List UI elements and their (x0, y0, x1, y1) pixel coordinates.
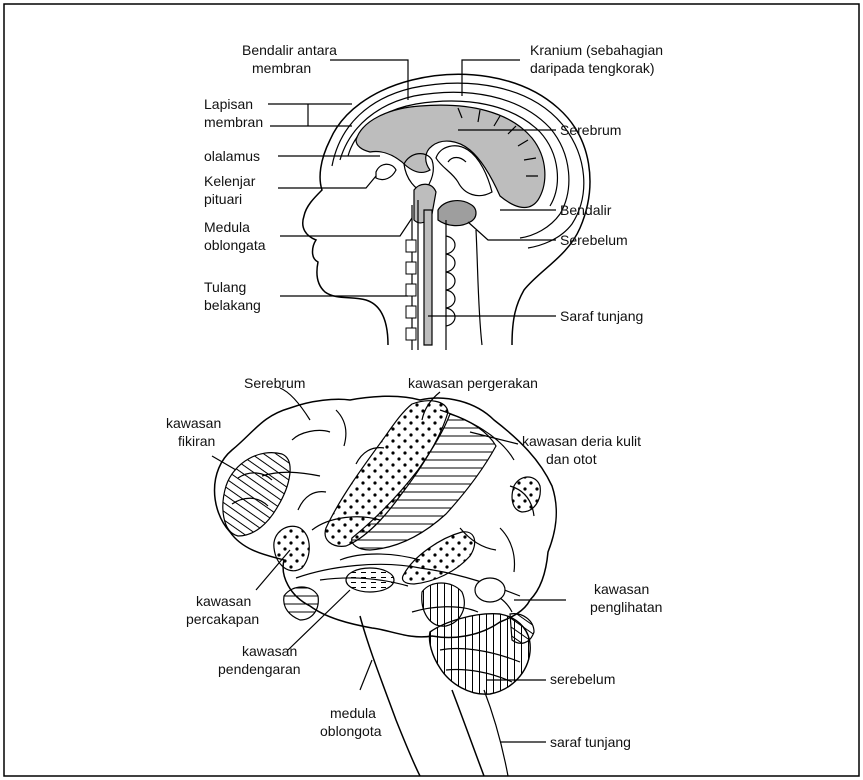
label-medula-bottom-1: medula (330, 705, 376, 721)
label-saraf-top: Saraf tunjang (560, 308, 643, 324)
label-medula-bottom-2: oblongota (320, 723, 382, 739)
label-kelenjar-2: pituari (204, 191, 242, 207)
label-fikiran-1: kawasan (166, 415, 221, 431)
label-saraf-bottom: saraf tunjang (550, 734, 631, 750)
label-medula-2: oblongata (204, 237, 266, 253)
label-pendengaran-1: kawasan (242, 643, 297, 659)
label-lapisan-2: membran (204, 114, 263, 130)
label-pergerakan: kawasan pergerakan (408, 375, 538, 391)
label-fikiran-2: fikiran (178, 433, 215, 449)
label-percakapan-2: percakapan (186, 611, 259, 627)
label-tulang-2: belakang (204, 297, 261, 313)
region-penglihatan-oval (475, 578, 505, 602)
brain-regions-diagram: Serebrum kawasan pergerakan kawasan fiki… (166, 375, 662, 776)
label-medula-1: Medula (204, 219, 250, 235)
label-serebelum-bottom: serebelum (550, 671, 615, 687)
label-deria-2: dan otot (546, 451, 597, 467)
region-pendengaran (346, 568, 394, 592)
label-bendalir: Bendalir (560, 202, 612, 218)
label-bendalir-antara-1: Bendalir antara (242, 42, 337, 58)
label-kranium-2: daripada tengkorak) (530, 60, 655, 76)
region-percakapan (274, 526, 309, 571)
label-serebelum-top: Serebelum (560, 232, 628, 248)
label-bendalir-antara-2: membran (252, 60, 311, 76)
region-lower-left-hatch (284, 587, 319, 620)
label-serebrum-top: Serebrum (560, 122, 621, 138)
head-section-diagram: Bendalir antara membran Kranium (sebahag… (204, 42, 663, 350)
region-occipital-dots (512, 477, 540, 512)
label-deria-1: kawasan deria kulit (522, 433, 641, 449)
label-kelenjar-1: Kelenjar (204, 173, 256, 189)
label-pendengaran-2: pendengaran (218, 661, 301, 677)
label-percakapan-1: kawasan (196, 593, 251, 609)
region-fikiran (223, 453, 290, 536)
label-tulang-1: Tulang (204, 279, 246, 295)
label-penglihatan-1: kawasan (594, 581, 649, 597)
label-talamus: olalamus (204, 148, 260, 164)
label-penglihatan-2: penglihatan (590, 599, 662, 615)
label-serebrum-bottom: Serebrum (244, 375, 305, 391)
vertebrae (406, 240, 416, 340)
label-kranium-1: Kranium (sebahagian (530, 42, 663, 58)
label-lapisan-1: Lapisan (204, 96, 253, 112)
